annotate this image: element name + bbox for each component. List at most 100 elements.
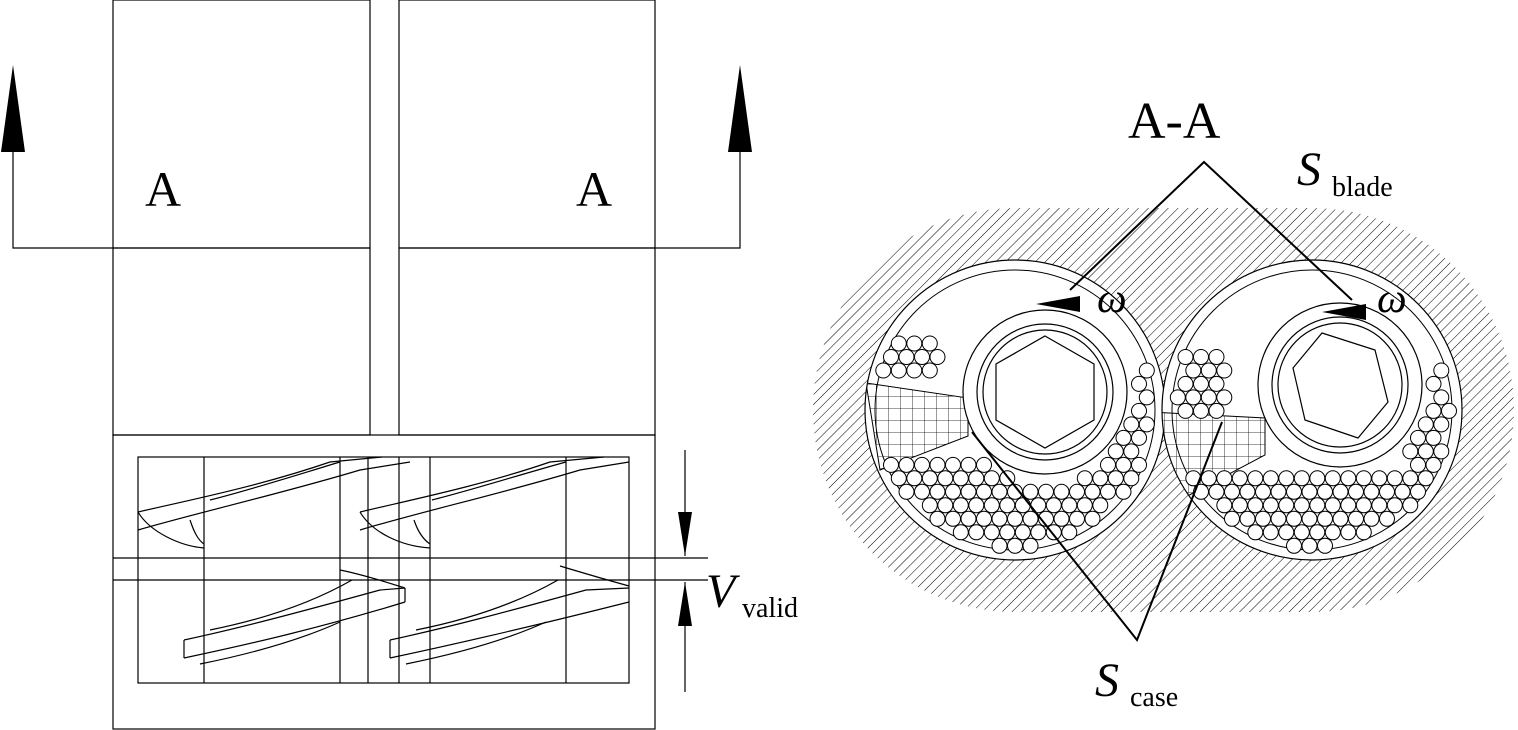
particle [1278,524,1295,541]
particle [1286,483,1302,500]
particle [1084,510,1101,527]
particle [991,537,1008,554]
particle [1216,362,1233,379]
omega-arrow-right [1322,304,1366,320]
particle [1169,389,1186,406]
particle [1131,429,1147,446]
particle [1231,497,1248,514]
particle [937,497,954,514]
arrow-up-left [1,65,25,152]
particle [1247,470,1264,487]
upper-right-panel [398,0,656,249]
omega-arrow-left [1036,296,1080,312]
particle [952,470,969,487]
particle [1324,497,1341,514]
particle [1100,456,1116,473]
particle [952,497,969,514]
particle [1007,510,1023,527]
particle [1301,483,1318,500]
particle [1084,483,1101,500]
particle [1433,389,1450,406]
particle [1131,375,1147,392]
section-line-right [655,150,741,249]
labels: A A A-A S blade S case V valid ω ω [145,93,1407,713]
particle [1425,402,1442,419]
section-line-left [12,150,113,249]
particle [1425,456,1442,473]
particle [890,335,907,352]
omega-right-label: ω [1377,276,1407,322]
particle [890,470,907,487]
particle [1053,483,1070,500]
blade-symbol: S [1297,143,1321,196]
particle [1286,510,1302,527]
particle [883,349,899,365]
middle-right-panel [398,247,656,436]
particle [1216,497,1233,514]
particle [937,470,954,487]
particle [1069,510,1085,527]
omega-left-label: ω [1097,276,1127,322]
particle [1200,470,1217,487]
particle [952,524,969,541]
case-subscript: case [1130,682,1178,713]
particle [906,362,923,379]
particle [1123,416,1140,433]
particle [1193,375,1209,392]
particle [1100,483,1116,500]
particle [875,362,892,379]
particle [1131,402,1147,419]
particle [1208,402,1225,419]
particle [1286,537,1302,554]
particle [968,524,985,541]
particle [1208,349,1225,365]
particle [976,483,992,500]
left-hex-shaft [995,335,1095,449]
particle [1239,510,1256,527]
particle [1138,362,1155,379]
particle [1293,470,1310,487]
particle [1355,497,1372,514]
particle [921,335,938,352]
particle [983,470,1000,487]
particle [1138,416,1155,433]
particle [921,362,938,379]
particle [1417,443,1434,460]
particle [898,483,915,500]
particle [1340,497,1357,514]
particle [1014,524,1031,541]
particle [1007,537,1023,554]
particle [1193,349,1209,365]
particle [1433,443,1450,460]
side-view [12,0,741,730]
particle [1224,510,1240,527]
particle [1410,456,1426,473]
particle [1317,537,1333,554]
particle [983,497,1000,514]
particle [1177,375,1194,392]
particle [999,497,1016,514]
particle [906,335,923,352]
particle [1332,510,1349,527]
particle [1262,497,1279,514]
particle [1340,470,1357,487]
section-leader [1069,160,1353,301]
particle [1309,497,1326,514]
particle [1348,510,1364,527]
particle [1076,470,1093,487]
particle [1138,389,1155,406]
right-hex-shaft [1292,332,1389,439]
particle [906,470,923,487]
particle [1363,510,1380,527]
particle [945,510,961,527]
particle [1115,429,1132,446]
particle [1324,470,1341,487]
dim-arrow-down [678,512,692,556]
particle [1262,470,1279,487]
screw-housing [112,434,656,730]
dim-arrow-up [678,582,692,626]
particle [914,456,930,473]
particle [1131,456,1147,473]
particle [1433,362,1450,379]
